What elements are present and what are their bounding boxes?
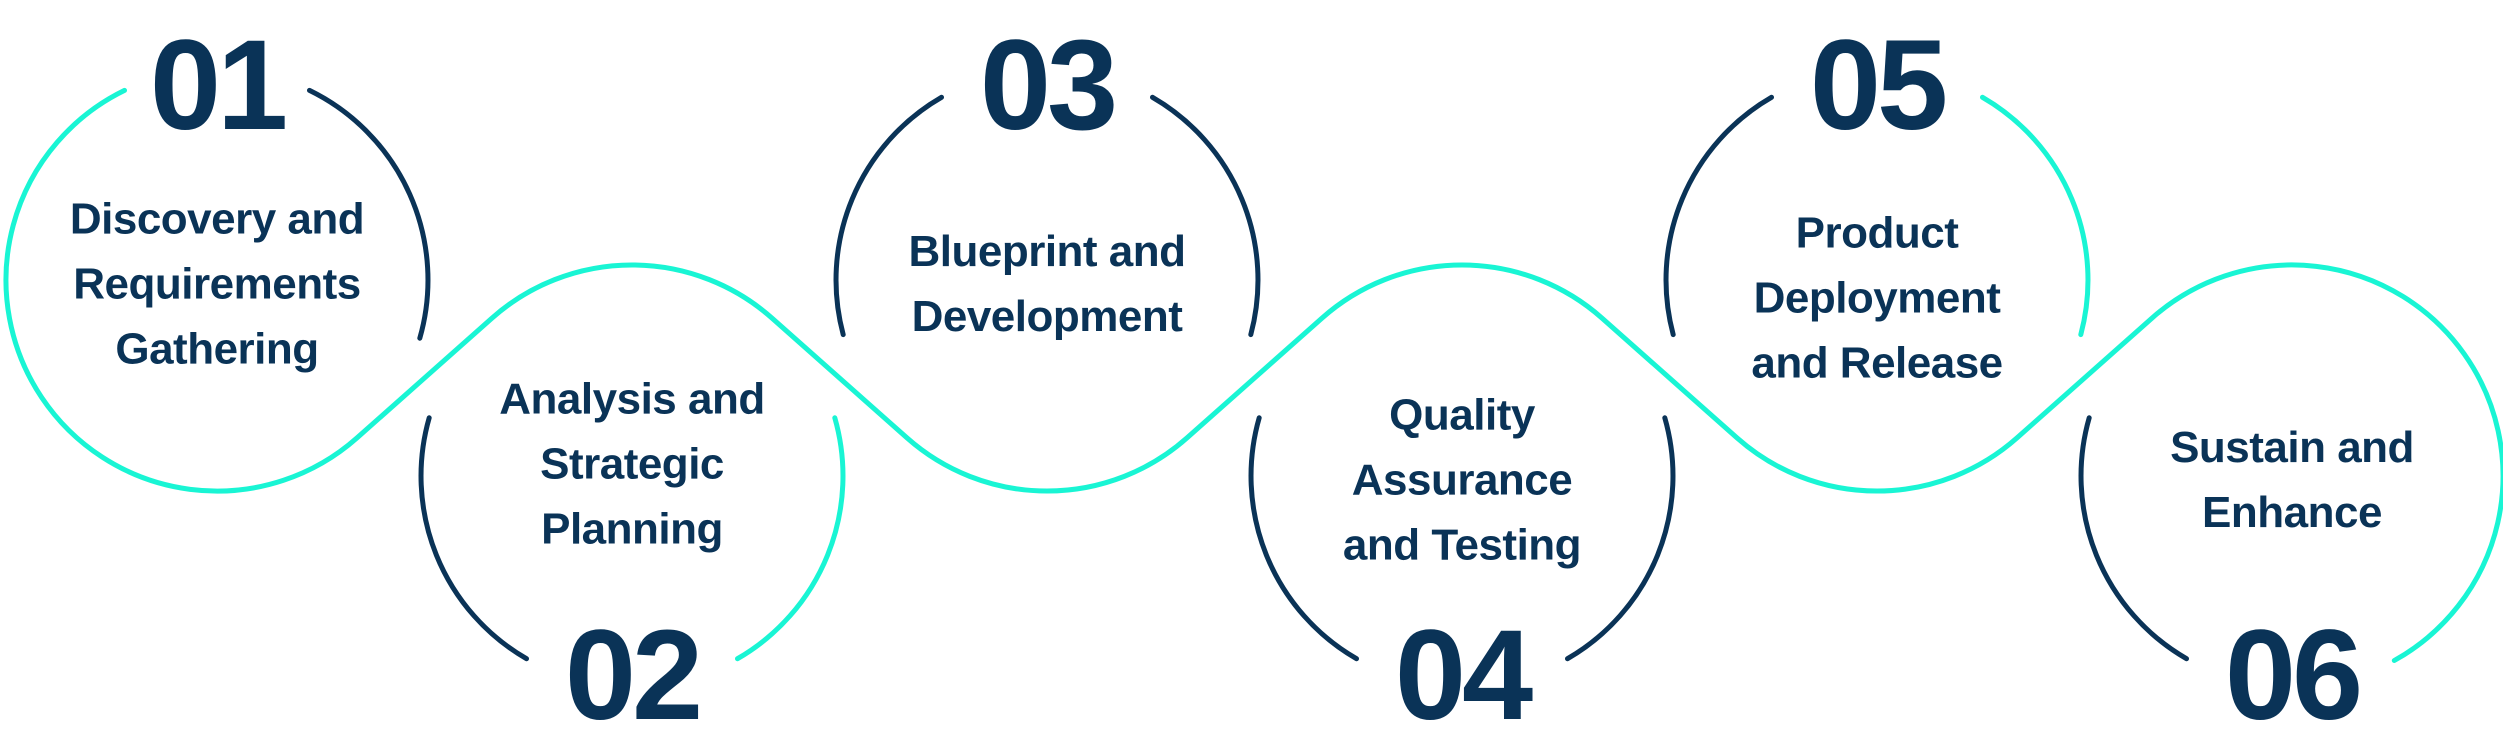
step-title-line: and Release <box>1751 338 2003 388</box>
step-title-line: Strategic <box>540 439 724 489</box>
circle-2-left-arc <box>418 415 529 662</box>
teal-wave-line <box>3 87 2503 663</box>
step-title-line: Deployment <box>1753 273 2001 323</box>
step-5-number: 05 <box>1809 14 1948 157</box>
step-title-line: Blueprint and <box>908 227 1186 276</box>
step-title-line: Sustain and <box>2170 423 2414 472</box>
step-1-number: 01 <box>149 14 288 157</box>
step-title-line: Quality <box>1389 390 1535 440</box>
circle-3-right-arc <box>1150 94 1261 338</box>
step-title-line: Analysis and <box>499 374 765 424</box>
circle-3-left-arc <box>833 94 944 338</box>
step-title-line: and Testing <box>1342 520 1582 570</box>
circle-4-left-arc <box>1248 415 1359 662</box>
step-title-line: Assurance <box>1351 455 1573 505</box>
step-title-line: Development <box>911 292 1183 341</box>
step-2-number: 02 <box>564 604 703 747</box>
step-title-line: Enhance <box>2202 488 2382 537</box>
step-3-number: 03 <box>979 14 1118 157</box>
circle-6-left-arc <box>2078 415 2189 662</box>
circle-2-right-arc <box>735 415 846 662</box>
step-title-line: Planning <box>541 504 723 554</box>
step-6-number: 06 <box>2224 604 2363 747</box>
step-4-number: 04 <box>1394 604 1533 747</box>
circle-5-right-arc <box>1980 94 2091 338</box>
step-title-line: Requirements <box>73 259 361 309</box>
step-title-line: Discovery and <box>69 194 365 244</box>
circle-4-right-arc <box>1565 415 1676 662</box>
circle-5-left-arc <box>1663 94 1774 338</box>
circle-1-right-arc <box>307 87 431 341</box>
step-title-line: Gathering <box>115 324 319 374</box>
step-title-line: Product <box>1795 208 1959 258</box>
